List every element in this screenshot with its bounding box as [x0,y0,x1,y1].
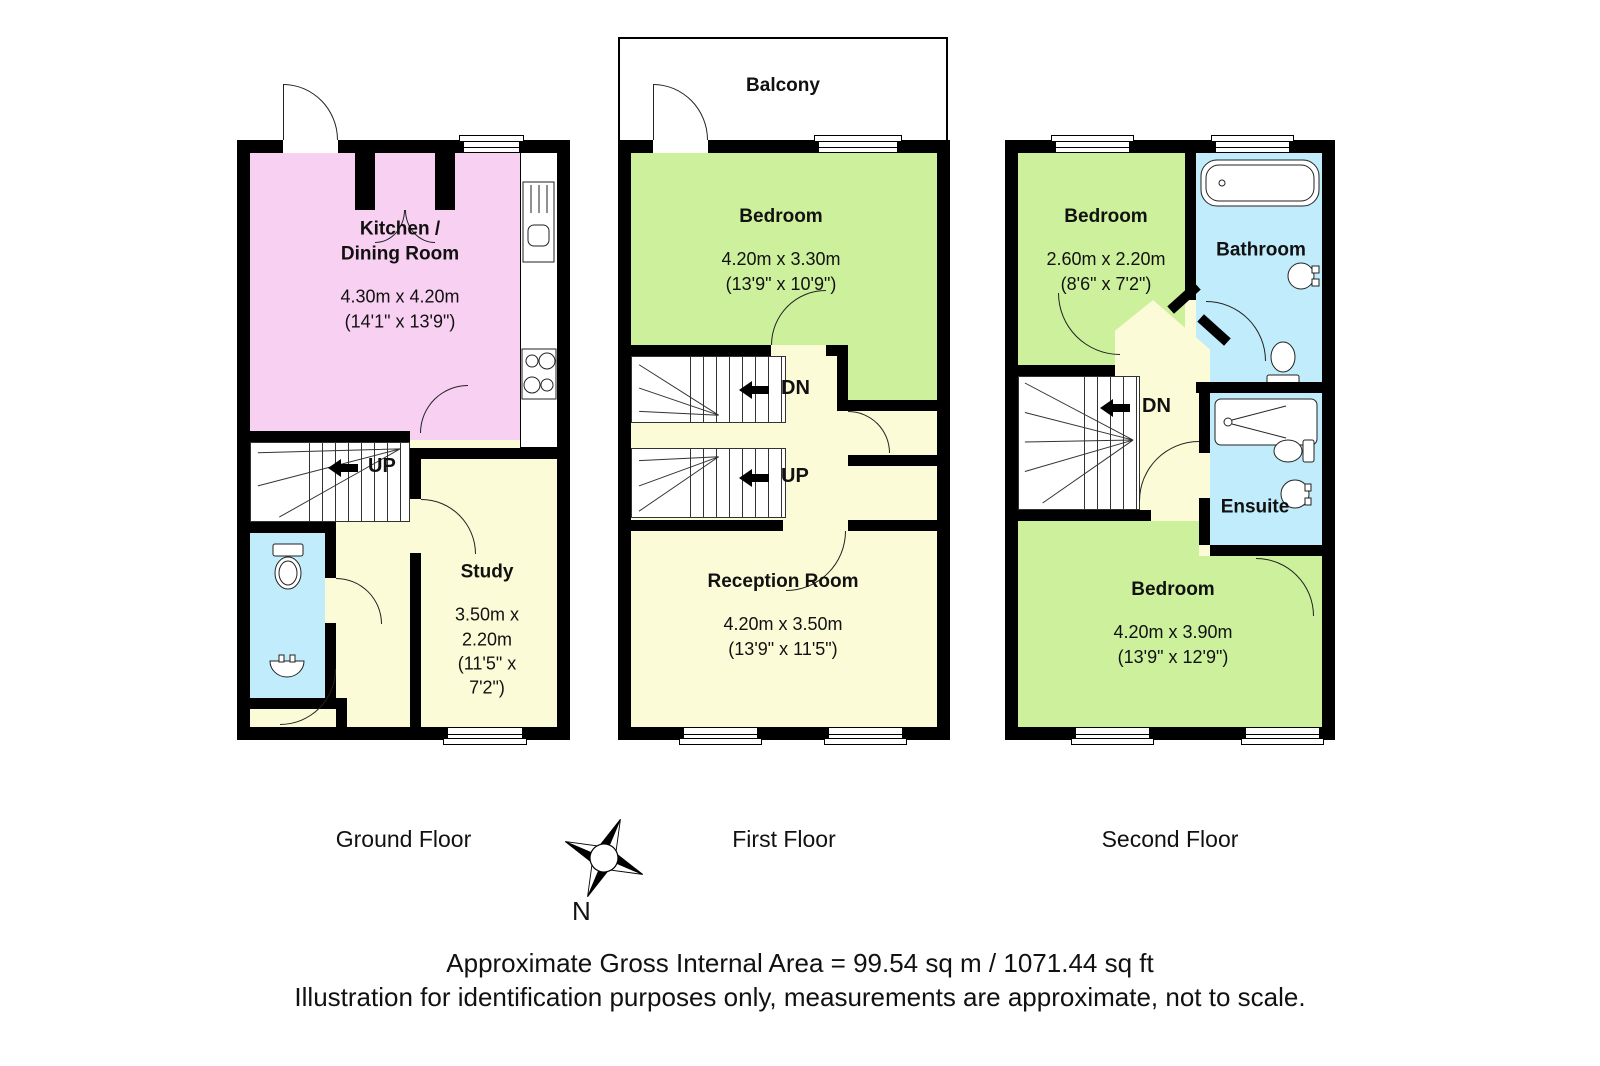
stair-winder-lines [638,456,719,512]
bathtub-icon [1200,159,1320,207]
first-floor-plan: DN UP Bedroom 4.20m x 3.30m (13'9" x 10'… [618,135,950,745]
room-dims: 4.20m x 3.30m (13'9" x 10'9") [721,249,841,294]
first-floor-caption: First Floor [732,826,836,852]
balcony-door-opening [653,140,708,153]
wall [1199,498,1210,545]
room-name: Ensuite [1220,496,1290,518]
dn-label: DN [781,377,810,399]
front-door-opening [283,140,338,153]
wall [631,345,771,356]
window [1051,135,1134,153]
room-dims: 4.30m x 4.20m (14'1" x 13'9") [340,286,460,332]
room-name: Reception Room [707,570,859,592]
wall [435,153,455,210]
ground-floor-caption: Ground Floor [335,826,472,852]
toilet-icon [1273,439,1315,463]
staircase [250,442,410,522]
second-floor-caption: Second Floor [1101,826,1239,852]
wall [250,431,410,442]
kitchen-dining-room [250,153,520,440]
window [1211,135,1294,153]
wall [325,623,336,698]
window [443,727,527,745]
wall [631,520,783,531]
basin-icon [1280,479,1312,509]
window [679,727,762,745]
wall [837,345,848,411]
footer-area-line: Approximate Gross Internal Area = 99.54 … [446,948,1154,978]
room-dims: 2.60m x 2.20m (8'6" x 7'2") [1046,249,1166,294]
footer-disclaimer-line: Illustration for identification purposes… [294,982,1306,1012]
compass-rose-icon [565,819,643,897]
bedroom-1-extension [848,345,937,400]
up-label: UP [781,465,809,487]
window [814,135,902,153]
bedroom-3 [1018,521,1199,727]
wall [410,448,557,459]
bedroom-2-label: Bedroom 2.60m x 2.20m (8'6" x 7'2") [1046,186,1165,314]
window [1241,727,1324,745]
ground-floor-plan: UP Kitchen / Dining Room 4.30m x 4.20m (… [237,135,570,745]
compass-north-label: N [572,896,591,926]
wall [1018,510,1151,521]
bathroom-label: Bathroom [1216,219,1306,280]
reception-label: Reception Room 4.20m x 3.50m (13'9" x 11… [708,551,859,679]
room-dims: 3.50m x 2.20m (11'5" x 7'2") [454,604,520,699]
wall [1199,393,1210,453]
window [459,135,524,153]
wall [410,553,421,727]
study-label: Study 3.50m x 2.20m (11'5" x 7'2") [452,542,522,719]
room-dims: 4.20m x 3.50m (13'9" x 11'5") [723,614,843,659]
wall [355,153,375,210]
up-label: UP [368,455,396,477]
kitchen-sink-icon [522,181,555,263]
door-arc [280,669,336,725]
wall [848,400,937,411]
down-arrow-icon [1100,399,1132,417]
bedroom-1-label: Bedroom 4.20m x 3.30m (13'9" x 10'9") [721,186,840,314]
up-arrow-icon [328,459,360,477]
wall [848,520,937,531]
stair-treads [690,449,785,517]
basin-icon [1287,262,1320,290]
room-name: Bedroom [739,205,823,227]
door-arc [1139,441,1199,501]
window [1071,727,1154,745]
shower-icon [1214,398,1318,446]
staircase-up [631,448,786,518]
dn-label: DN [1142,395,1171,417]
wall [410,459,421,499]
room-name: Bedroom [1064,205,1148,227]
wall [250,522,336,533]
room-name: Study [460,561,514,583]
room-name: Kitchen / Dining Room [340,218,460,265]
second-floor-plan: DN Bedroom 2.60m x 2.20m [1005,135,1335,745]
stair-winder-lines [1024,382,1134,504]
door-arc [848,411,890,453]
wall [1018,365,1115,376]
toilet-icon [272,543,304,590]
bedroom-3-label: Bedroom 4.20m x 3.90m (13'9" x 12'9") [1113,559,1232,687]
staircase [1018,376,1140,510]
door-arc [336,578,382,624]
window [824,727,907,745]
wall [1196,382,1322,393]
kitchen-label: Kitchen / Dining Room 4.30m x 4.20m (14'… [340,198,459,351]
stair-winder-lines [638,364,719,416]
stair-treads [309,443,409,521]
room-dims: 4.20m x 3.90m (13'9" x 12'9") [1113,622,1233,667]
room-name: Bathroom [1216,239,1306,261]
ensuite-label: Ensuite [1221,476,1290,537]
room-name: Bedroom [1131,578,1215,600]
hob-icon [521,348,557,400]
front-door-arc [283,84,338,140]
wall [1210,545,1322,556]
wall [336,698,347,727]
up-arrow-icon [739,469,771,487]
down-arrow-icon [739,381,771,399]
wall [1185,153,1196,300]
wall [848,455,937,466]
balcony-label: Balcony [746,75,820,96]
wall [325,533,336,578]
